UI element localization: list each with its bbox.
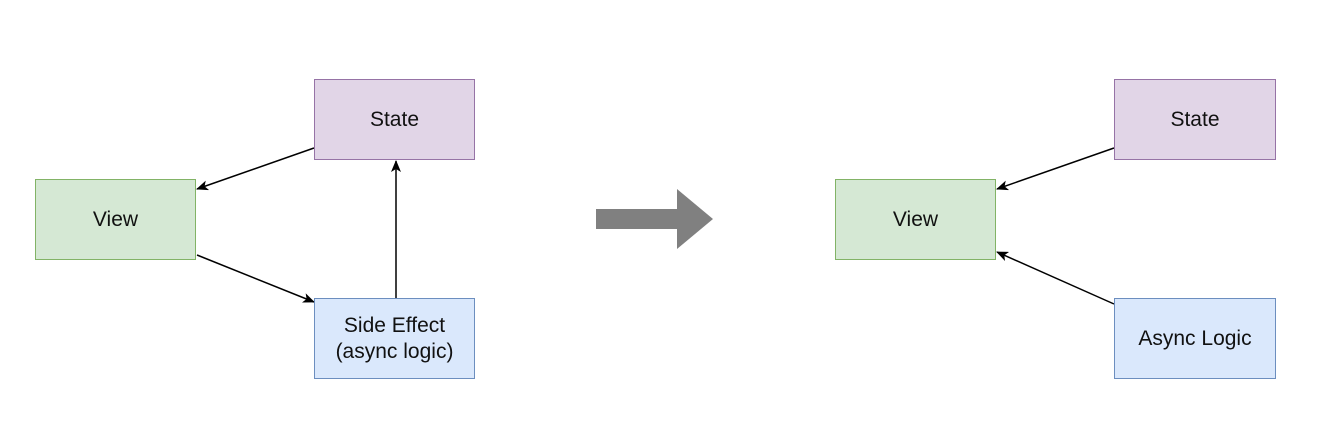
transition-arrow xyxy=(596,189,713,249)
state-node-right: State xyxy=(1114,79,1276,160)
view-node-right: View xyxy=(835,179,996,260)
side-effect-node: Side Effect (async logic) xyxy=(314,298,475,379)
view-node: View xyxy=(35,179,196,260)
state-label-right: State xyxy=(1170,107,1220,131)
state-label: State xyxy=(369,107,420,131)
view-label-right: View xyxy=(892,207,939,231)
async-logic-node: Async Logic xyxy=(1114,298,1276,379)
edge-state-to-view xyxy=(196,147,315,191)
edge-async-logic-to-view xyxy=(996,251,1115,305)
side-effect-label: Side Effect (async logic) xyxy=(335,313,454,363)
async-logic-label: Async Logic xyxy=(1138,326,1252,350)
edge-view-to-side-effect xyxy=(196,254,315,303)
view-label: View xyxy=(92,207,139,231)
state-node: State xyxy=(314,79,475,160)
edge-state-to-view-right xyxy=(996,147,1115,191)
